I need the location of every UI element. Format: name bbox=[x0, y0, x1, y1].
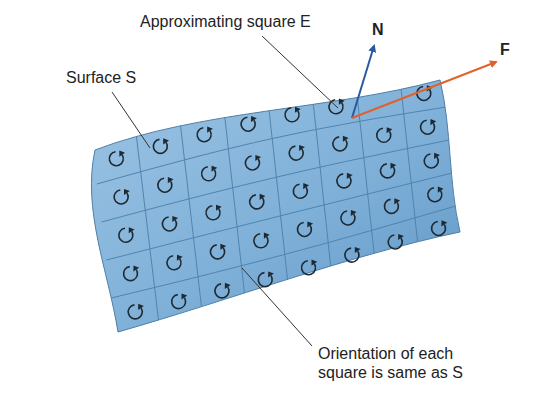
arrow-head bbox=[347, 173, 353, 179]
arrow-head bbox=[172, 216, 178, 222]
arrow-head bbox=[351, 210, 357, 216]
arrow-head bbox=[339, 99, 345, 105]
arrow-head bbox=[182, 294, 188, 300]
field-vector bbox=[352, 62, 496, 118]
arrow-head bbox=[168, 177, 174, 183]
arrow-head bbox=[212, 166, 218, 172]
arrow-head bbox=[355, 247, 361, 253]
arrow-head bbox=[163, 138, 169, 144]
arrow-head bbox=[129, 227, 135, 233]
callout-label: Approximating square E bbox=[140, 12, 311, 31]
grid-line bbox=[102, 140, 452, 222]
arrow-head bbox=[391, 163, 397, 169]
normal-vector bbox=[352, 46, 374, 118]
grid-line bbox=[111, 205, 458, 298]
leader-line bbox=[262, 36, 338, 108]
arrow-head bbox=[119, 151, 125, 157]
callout-label: Surface S bbox=[66, 68, 136, 87]
leader-line bbox=[242, 268, 312, 346]
arrow-head bbox=[303, 183, 309, 189]
grid-line bbox=[400, 79, 419, 252]
arrow-head bbox=[225, 283, 231, 289]
grid-lines bbox=[97, 79, 459, 326]
arrow-head bbox=[312, 260, 318, 266]
surface-s bbox=[91, 80, 460, 332]
arrow-head bbox=[207, 127, 213, 133]
arrow-head bbox=[430, 119, 436, 125]
grid-line bbox=[106, 172, 454, 260]
arrow-head bbox=[441, 220, 447, 226]
arrow-head bbox=[133, 266, 139, 272]
vector-label: N bbox=[372, 20, 384, 39]
arrow-head bbox=[438, 187, 444, 193]
arrow-head bbox=[124, 189, 130, 195]
arrow-head bbox=[251, 116, 257, 122]
leader-line bbox=[112, 92, 150, 148]
arrow-head bbox=[264, 233, 270, 239]
arrow-head bbox=[138, 304, 144, 310]
arrow-head bbox=[387, 127, 393, 133]
arrow-head bbox=[307, 221, 313, 227]
arrow-head bbox=[295, 107, 301, 113]
arrow-head bbox=[177, 255, 183, 261]
arrow-head bbox=[255, 155, 261, 161]
grid-line bbox=[312, 92, 332, 280]
arrow-head bbox=[343, 136, 349, 142]
callout-label: Orientation of each square is same as S bbox=[318, 344, 488, 382]
arrow-head bbox=[216, 205, 222, 211]
arrow-head bbox=[299, 145, 305, 151]
arrow-head bbox=[268, 272, 274, 278]
vector-label: F bbox=[500, 40, 510, 59]
orientation-arrows bbox=[109, 85, 447, 319]
grid-line bbox=[97, 107, 448, 184]
arrow-head bbox=[220, 244, 226, 250]
grid-line bbox=[136, 133, 159, 326]
arrow-head bbox=[394, 198, 400, 204]
grid-line bbox=[180, 121, 203, 316]
grid-line bbox=[224, 110, 246, 305]
arrow-head bbox=[434, 153, 440, 159]
arrow-head bbox=[398, 234, 404, 240]
arrow-head bbox=[260, 194, 266, 200]
grid-line bbox=[268, 100, 289, 293]
